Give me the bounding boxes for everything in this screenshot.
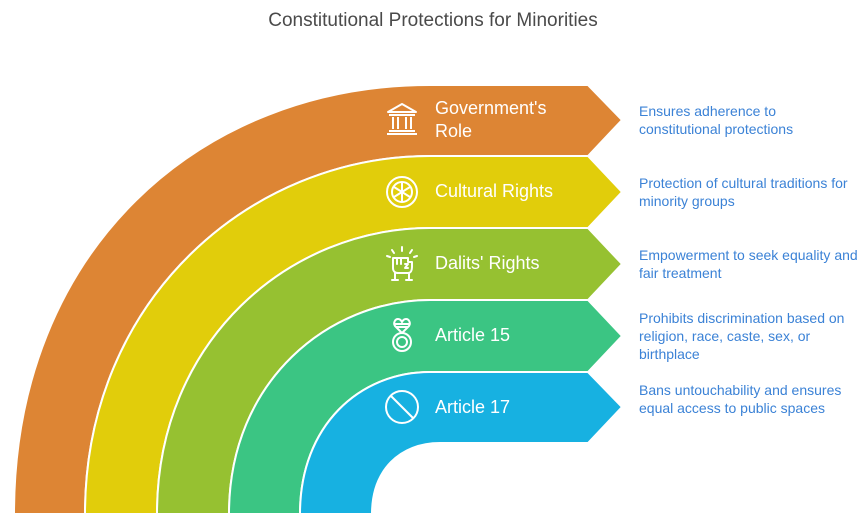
description-cultural-rights: Protection of cultural traditions for mi… — [639, 175, 848, 209]
label-article-17: Article 17 — [435, 397, 511, 417]
diagram-title: Constitutional Protections for Minoritie… — [268, 10, 598, 31]
raised-fist-icon — [386, 246, 418, 281]
label-governments-role-line1: Government's — [435, 98, 547, 118]
description-dalits-rights: Empowerment to seek equality and fair tr… — [639, 247, 858, 281]
label-article-15: Article 15 — [435, 325, 511, 345]
label-dalits-rights: Dalits' Rights — [435, 253, 540, 273]
description-article-17: Bans untouchability and ensures equal ac… — [639, 382, 842, 416]
description-governments-role: Ensures adherence to constitutional prot… — [639, 103, 794, 137]
government-building-icon — [387, 103, 417, 135]
label-cultural-rights: Cultural Rights — [435, 181, 554, 201]
cultural-emblem-icon — [386, 176, 418, 208]
label-governments-role: Government's Role — [435, 97, 546, 143]
label-governments-role-line2: Role — [435, 121, 473, 141]
band-article-17 — [298, 371, 624, 515]
prohibited-icon — [385, 390, 419, 424]
description-article-15: Prohibits discrimination based on religi… — [639, 310, 845, 362]
heart-ring-icon — [392, 318, 412, 352]
